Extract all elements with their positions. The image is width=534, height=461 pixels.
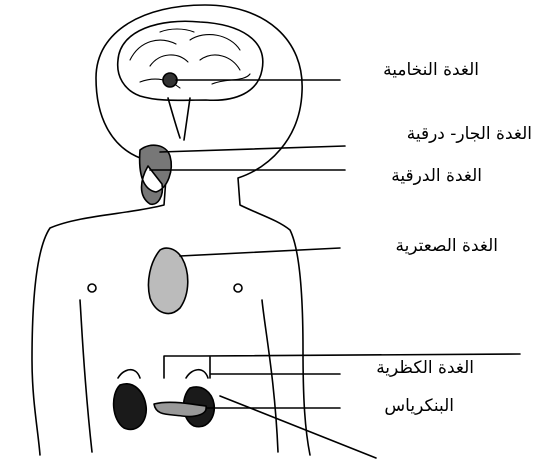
label-thymus: الغدة الصعترية <box>395 236 498 256</box>
leader-parathyroid <box>160 146 345 152</box>
thymus-gland <box>148 248 187 313</box>
brain-outline <box>118 21 263 100</box>
pituitary-gland <box>163 73 177 87</box>
kidney-left <box>114 384 147 430</box>
nipple-right <box>234 284 242 292</box>
pancreas-organ <box>154 402 206 416</box>
brain-folds <box>130 29 250 88</box>
label-thyroid: الغدة الدرقية <box>391 166 482 186</box>
brain-stem <box>168 98 190 140</box>
leader-extra <box>220 396 376 458</box>
label-parathyroid: الغدة الجار- درقية <box>407 124 532 144</box>
label-pituitary: الغدة النخامية <box>383 60 479 80</box>
label-pancreas: البنكرياس <box>384 396 454 416</box>
adrenal-left <box>118 370 140 378</box>
arm-inner-lines <box>80 300 278 452</box>
leader-thymus <box>180 248 340 256</box>
adrenal-right <box>186 370 208 378</box>
nipple-left <box>88 284 96 292</box>
label-adrenal: الغدة الكظرية <box>376 358 474 378</box>
thyroid-gland <box>140 145 172 204</box>
